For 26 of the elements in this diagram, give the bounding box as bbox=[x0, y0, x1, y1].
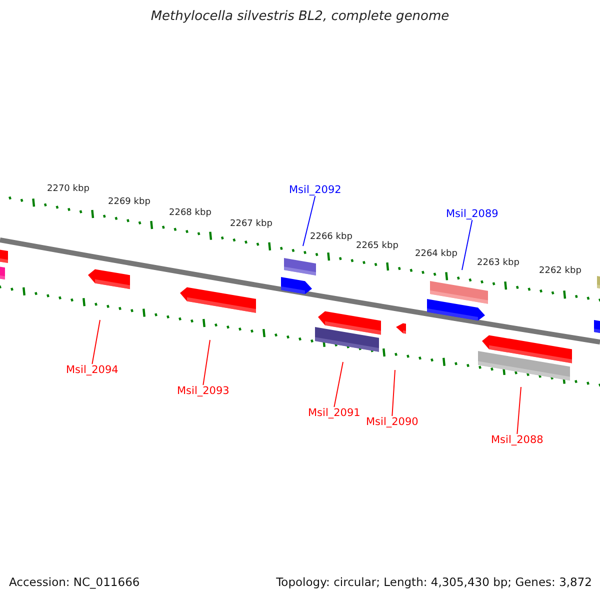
scale-label: 2267 kbp bbox=[230, 219, 272, 230]
scale-label: 2263 kbp bbox=[477, 258, 520, 268]
scale-label: 2266 kbp bbox=[310, 232, 352, 242]
gene-name-label: Msil_2090 bbox=[366, 416, 418, 428]
scale-label: 2262 kbp bbox=[539, 266, 582, 276]
gene-name-label: Msil_2092 bbox=[289, 184, 342, 196]
accession-text: Accession: NC_011666 bbox=[9, 576, 140, 590]
scale-label: 2269 kbp bbox=[108, 197, 150, 208]
gene-name-label: Msil_2088 bbox=[491, 434, 544, 446]
scale-label: 2268 kbp bbox=[169, 208, 212, 218]
leader-line bbox=[302, 196, 316, 246]
title: Methylocella silvestris BL2, complete genome bbox=[150, 10, 450, 25]
leader-line bbox=[392, 370, 396, 416]
leader-line bbox=[202, 340, 210, 386]
gene-name-label: Msil_2094 bbox=[66, 364, 118, 376]
gene-name-label: Msil_2089 bbox=[446, 208, 498, 220]
genome-summary-text: Topology: circular; Length: 4,305,430 bp; Genes: 3,872 bbox=[276, 576, 592, 590]
gene-name-label: Msil_2093 bbox=[177, 385, 230, 398]
leader-line bbox=[516, 386, 522, 434]
scale-label: 2264 kbp bbox=[415, 249, 458, 260]
scale-label: 2265 kbp bbox=[356, 241, 398, 252]
leader-line bbox=[334, 362, 344, 408]
leader-line bbox=[92, 320, 100, 364]
leader-line bbox=[462, 220, 473, 270]
scale-label: 2270 kbp bbox=[47, 184, 90, 194]
gene-name-label: Msil_2091 bbox=[308, 407, 360, 420]
